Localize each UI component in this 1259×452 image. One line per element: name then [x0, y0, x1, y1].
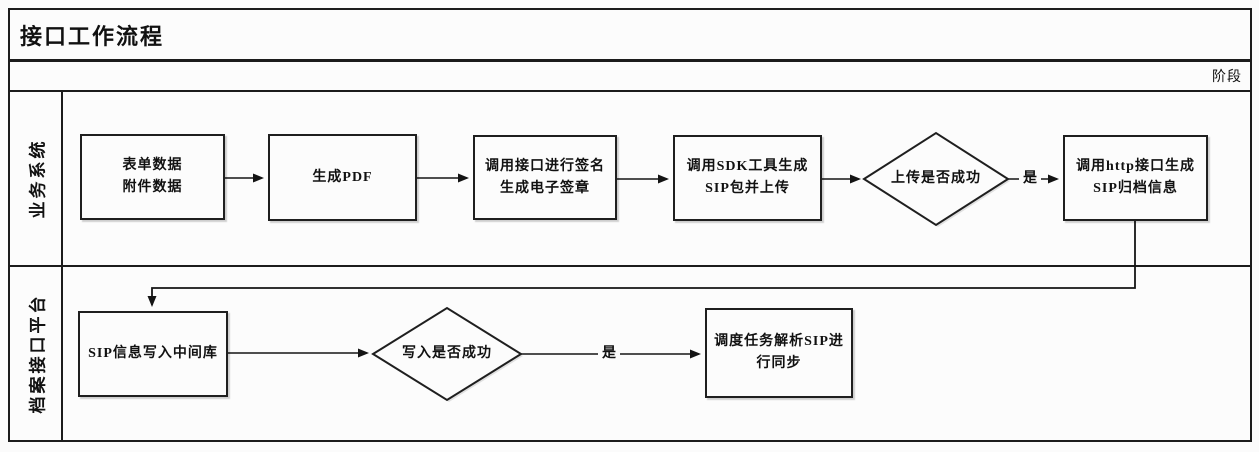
node-http-archive-info: 调用http接口生成 SIP归档信息: [1063, 135, 1208, 221]
lane-business-system-label: 业务系统: [28, 138, 47, 219]
node-sip-write-db: SIP信息写入中间库: [78, 311, 228, 397]
node-sdk-sip-upload: 调用SDK工具生成 SIP包并上传: [673, 135, 822, 221]
lane-archive-platform-label: 档案接口平台: [28, 293, 47, 414]
edge-label-upload-yes: 是: [1019, 169, 1041, 189]
decision-write-check-label: 写入是否成功: [402, 346, 492, 361]
node-form-data: 表单数据 附件数据: [80, 134, 225, 220]
lane-archive-platform-content: [63, 267, 1250, 440]
node-generate-pdf: 生成PDF: [268, 134, 417, 221]
node-sign-interface: 调用接口进行签名 生成电子签章: [473, 135, 617, 220]
lane-archive-platform-label-cell: 档案接口平台: [10, 267, 63, 440]
lane-archive-platform: 档案接口平台: [10, 267, 1250, 440]
node-schedule-sync: 调度任务解析SIP进 行同步: [705, 308, 853, 398]
phase-row: 阶段: [10, 62, 1250, 92]
page-title: 接口工作流程: [20, 23, 165, 49]
phase-label: 阶段: [1212, 70, 1242, 85]
title-row: 接口工作流程: [10, 10, 1250, 62]
edge-label-write-yes: 是: [598, 344, 620, 364]
decision-upload-check-label: 上传是否成功: [891, 171, 981, 186]
lane-business-system-label-cell: 业务系统: [10, 92, 63, 265]
